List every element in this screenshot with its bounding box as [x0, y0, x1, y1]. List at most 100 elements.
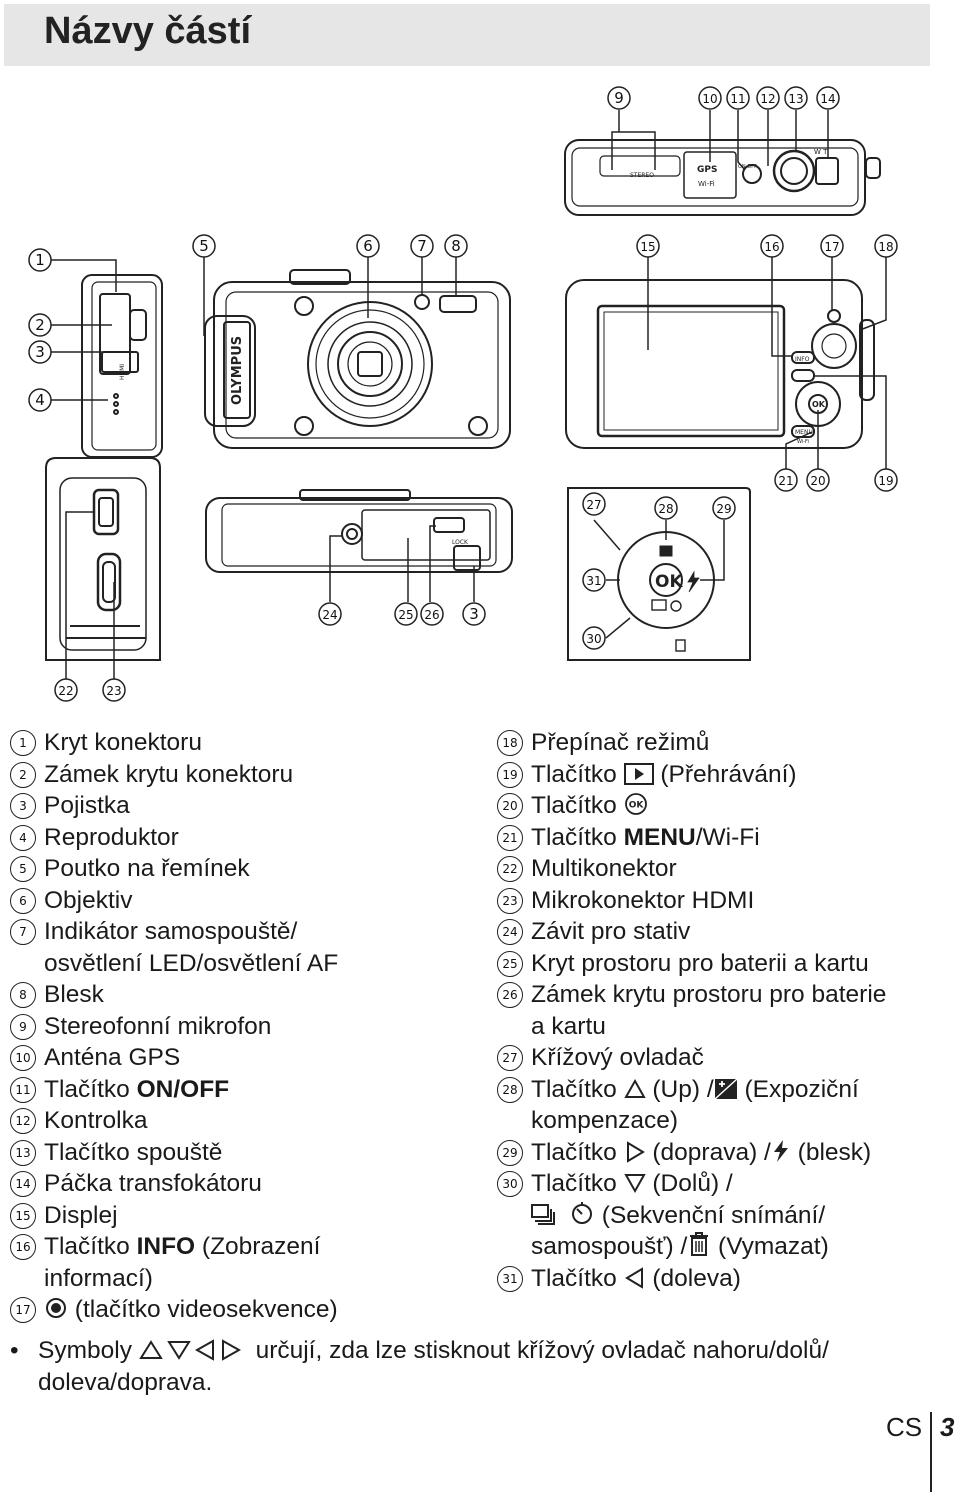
label-back-wifi: Wi-Fi [797, 439, 809, 445]
item-text: Stereofonní mikrofon [44, 1012, 272, 1040]
item-number: 25 [497, 950, 523, 977]
callout-12: 12 [760, 92, 775, 106]
label-onoff: ON OFF [738, 164, 757, 170]
camera-front-view [204, 269, 511, 449]
sequential-icon [651, 599, 667, 611]
item-text: Tlačítko [531, 1138, 624, 1166]
arrow-left-icon [624, 1266, 643, 1289]
item-number: 18 [497, 730, 523, 756]
item-text-suffix: (blesk) [790, 1138, 872, 1166]
item-number: 21 [497, 824, 523, 851]
label-gps: GPS [697, 165, 717, 175]
connector-closeup [45, 457, 161, 661]
item-text: Blesk [44, 981, 104, 1008]
item-number: 27 [497, 1045, 523, 1071]
item-number: 16 [10, 1234, 36, 1260]
item-number: 13 [10, 1139, 36, 1166]
camera-back-view [565, 279, 875, 449]
item-text: Objektiv [44, 886, 133, 914]
item-number: 15 [10, 1202, 36, 1229]
label-pad-ok: OK [655, 572, 683, 592]
callout-8: 8 [451, 237, 461, 255]
item-text: Křížový ovladač [531, 1044, 704, 1071]
exposure-icon [659, 545, 673, 557]
item-number: 26 [497, 982, 523, 1008]
item-number: 2 [10, 761, 36, 788]
item-number: 22 [497, 856, 523, 882]
trash-icon [690, 1232, 709, 1256]
callout-2: 2 [35, 316, 45, 334]
item-text: Tlačítko [531, 1075, 624, 1103]
arrow-down-icon [623, 1174, 646, 1194]
callout-7: 7 [417, 237, 427, 255]
camera-top-view [564, 139, 881, 216]
movie-record-icon [46, 1298, 66, 1318]
menu-label: MENU [623, 823, 696, 851]
item-number: 31 [497, 1265, 523, 1292]
self-timer-icon [572, 1201, 592, 1224]
callout-11: 11 [730, 92, 745, 106]
callout-29: 29 [716, 502, 731, 516]
note-paragraph: • Symboly určují, zda lze stisknout kříž… [10, 1335, 910, 1398]
footer-divider [930, 1412, 932, 1492]
callout-25: 25 [398, 608, 413, 622]
callout-22: 22 [58, 684, 73, 698]
camera-diagrams: STEREO GPS Wi-Fi ON OFF W T OLYMPUS HDMI… [28, 86, 898, 702]
exposure-compensation-icon [714, 1077, 738, 1100]
language-code: CS [886, 1412, 923, 1442]
item-text-mid: (Dolů) / [645, 1170, 733, 1197]
callout-20: 20 [810, 474, 825, 488]
camera-bottom-view [205, 489, 513, 573]
item-number: 17 [10, 1297, 36, 1323]
item-text: Kryt konektoru [44, 729, 202, 756]
item-text-suffix: (doleva) [645, 1264, 741, 1292]
item-text-line2: osvětlení LED/osvětlení AF [44, 949, 339, 977]
item-text: Kontrolka [44, 1107, 148, 1134]
callout-1: 1 [35, 251, 45, 269]
label-stereo: STEREO [630, 172, 654, 179]
playback-icon [623, 762, 654, 785]
label-hdmi: HDMI [119, 364, 126, 380]
item-text: Páčka transfokátoru [44, 1170, 262, 1197]
item-text-line3: samospoušť) / [531, 1233, 688, 1260]
onoff-label: ON/OFF [136, 1075, 230, 1103]
label-zoom: W T [814, 148, 828, 156]
item-number: 5 [10, 856, 36, 882]
item-number: 10 [10, 1045, 36, 1071]
ok-button-icon: OK [624, 793, 647, 815]
label-menu: MENU [795, 429, 813, 436]
arrow-up-icon [623, 1078, 646, 1098]
callout-28: 28 [658, 502, 673, 516]
trash-icon [675, 639, 686, 652]
item-number: 19 [497, 761, 523, 788]
callout-18: 18 [878, 240, 893, 254]
label-wifi: Wi-Fi [698, 180, 715, 188]
item-text-line2: (Sekvenční snímání/ [595, 1201, 826, 1229]
bullet: • [10, 1337, 19, 1364]
flash-icon [773, 1139, 788, 1162]
callout-3: 3 [35, 343, 45, 361]
page-number: 3 [940, 1412, 955, 1442]
item-text: Pojistka [44, 792, 130, 819]
callout-10: 10 [702, 92, 717, 106]
callout-6: 6 [363, 237, 373, 255]
